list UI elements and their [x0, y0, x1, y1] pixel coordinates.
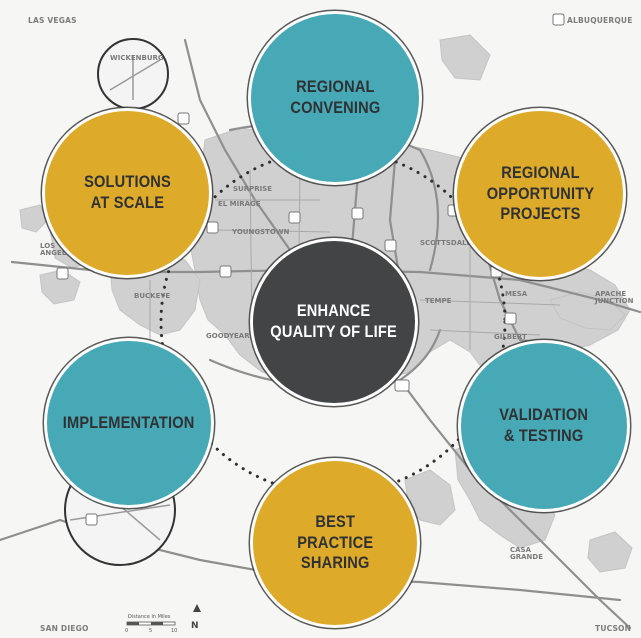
scale-tick-10: 10 [171, 628, 178, 634]
city-los-angeles: LOS ANGELES [40, 242, 77, 258]
city-scottsdale: SCOTTSDALE [420, 239, 472, 247]
node-regional-opportunity-projects-label: REGIONAL OPPORTUNITY PROJECTS [486, 162, 594, 224]
node-best-practice-sharing-label: BEST PRACTICE SHARING [296, 511, 374, 573]
scale-bar [126, 604, 201, 626]
city-el-mirage: EL MIRAGE [218, 200, 261, 208]
node-enhance-quality-of-life: ENHANCE QUALITY OF LIFE [250, 238, 418, 406]
scale-tick-5: 5 [149, 628, 153, 634]
node-implementation: IMPLEMENTATION [44, 338, 214, 508]
node-regional-convening: REGIONAL CONVENING [248, 11, 422, 185]
center-label: ENHANCE QUALITY OF LIFE [270, 301, 398, 341]
node-best-practice-sharing: BEST PRACTICE SHARING [250, 458, 420, 628]
node-regional-opportunity-projects: REGIONAL OPPORTUNITY PROJECTS [454, 108, 626, 280]
city-casa-grande: CASA GRANDE [510, 546, 544, 562]
city-mesa: MESA [505, 290, 528, 298]
label-tucson: TUCSON [595, 624, 632, 633]
city-wickenburg: WICKENBURG [110, 54, 164, 62]
city-tempe: TEMPE [425, 297, 452, 305]
label-san-diego: SAN DIEGO [40, 624, 89, 633]
city-apache-junction: APACHE JUNCTION [595, 290, 634, 306]
node-regional-convening-label: REGIONAL CONVENING [289, 77, 381, 117]
city-goodyear: GOODYEAR [206, 332, 250, 340]
node-solutions-at-scale-label: SOLUTIONS AT SCALE [83, 172, 171, 212]
scale-bar-label: Distance in Miles [128, 614, 171, 620]
city-surprise: SURPRISE [233, 185, 273, 193]
north-arrow-label: N [191, 621, 199, 631]
node-solutions-at-scale: SOLUTIONS AT SCALE [42, 108, 212, 278]
label-albuquerque: ALBUQUERQUE [567, 16, 633, 25]
city-youngstown: YOUNGSTOWN [232, 228, 290, 236]
node-validation-testing-label: VALIDATION & TESTING [499, 405, 589, 445]
node-validation-testing: VALIDATION & TESTING [458, 340, 630, 512]
scale-tick-0: 0 [125, 628, 129, 634]
city-buckeye: BUCKEYE [134, 292, 171, 300]
city-gilbert: GILBERT [494, 333, 527, 341]
node-implementation-label: IMPLEMENTATION [63, 412, 195, 432]
label-las-vegas: LAS VEGAS [28, 16, 77, 25]
